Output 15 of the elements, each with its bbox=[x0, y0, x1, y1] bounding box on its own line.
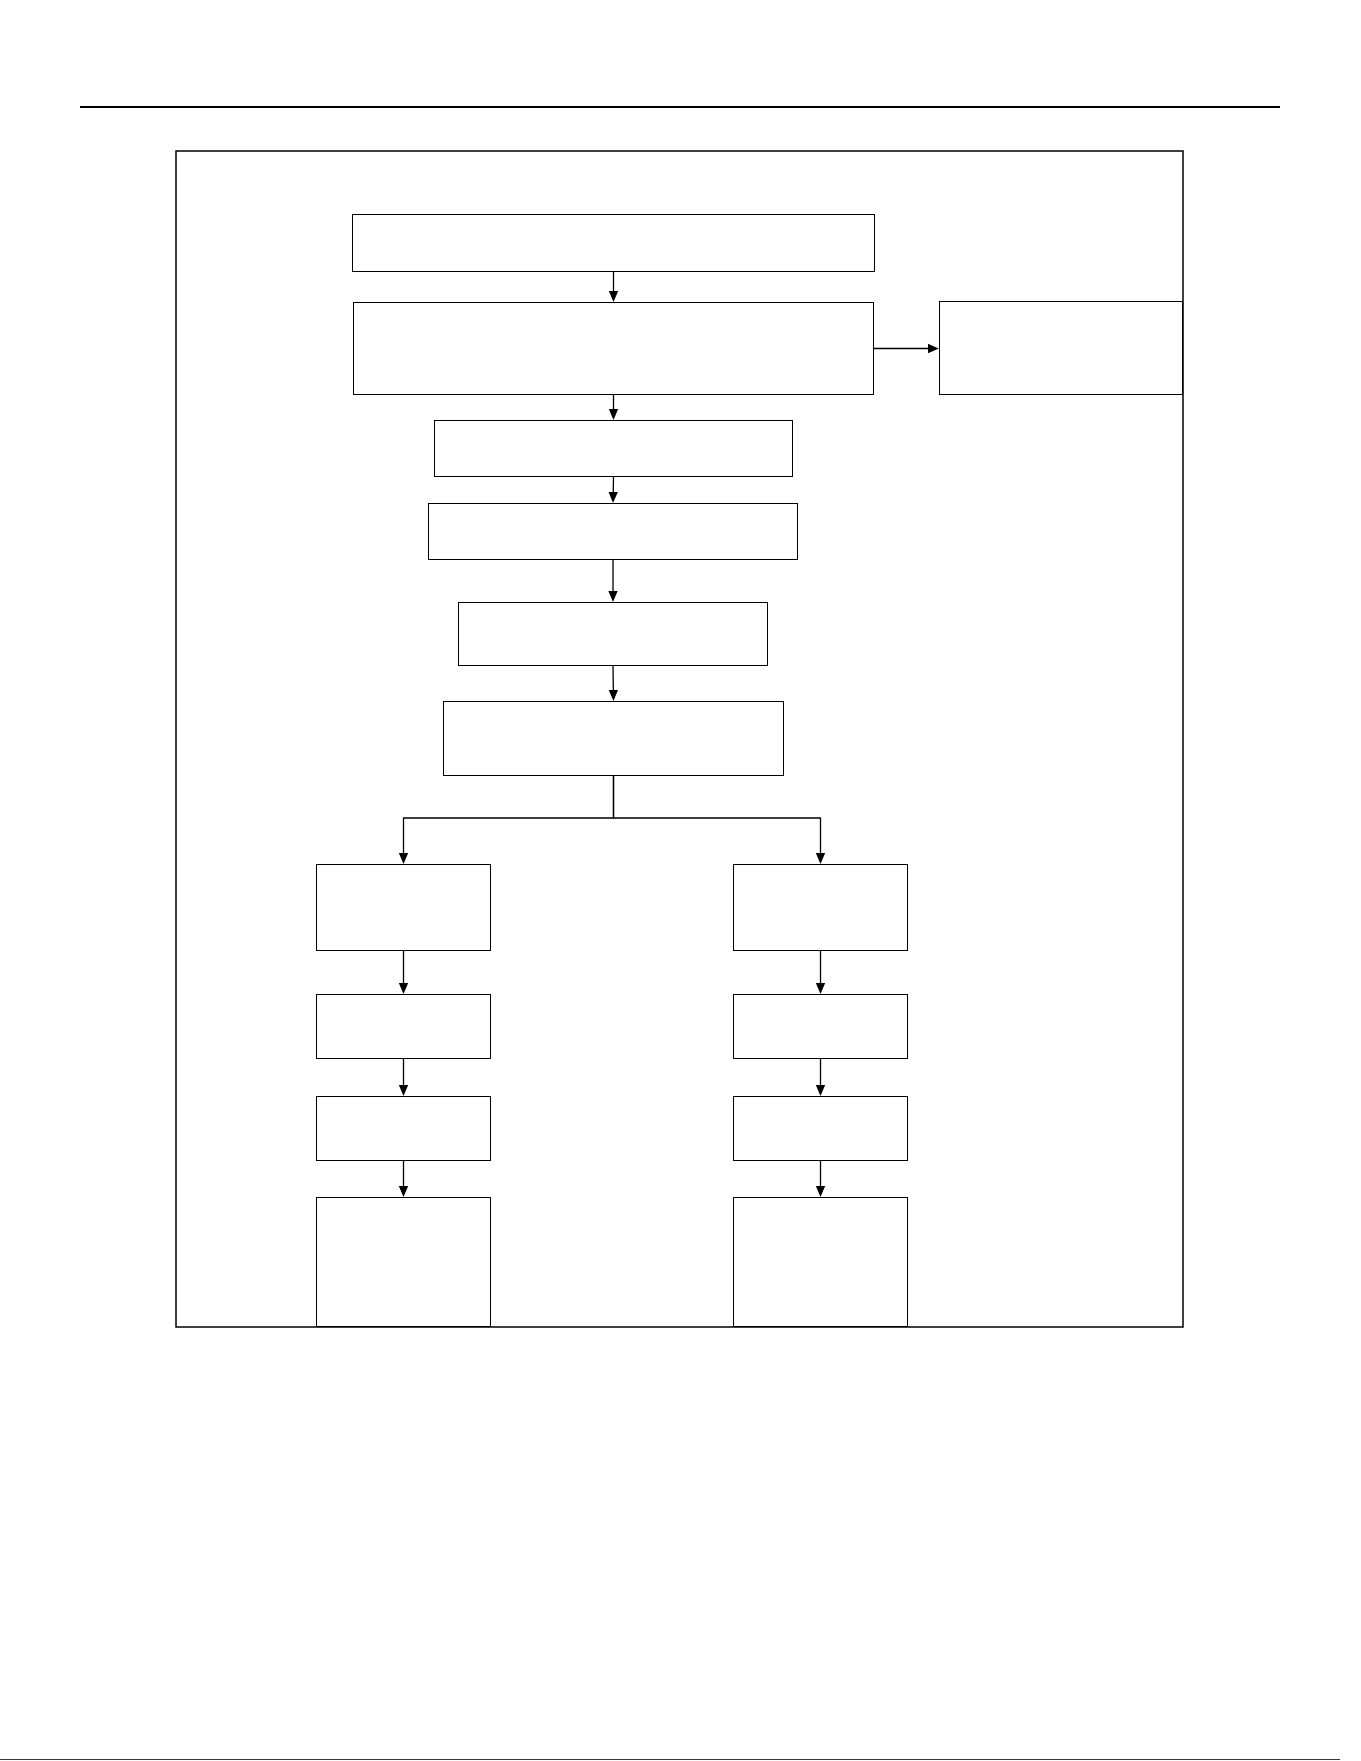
process-box bbox=[733, 994, 908, 1059]
process-box bbox=[316, 1096, 491, 1161]
process-box bbox=[733, 1096, 908, 1161]
process-box bbox=[733, 1197, 908, 1327]
process-box bbox=[434, 420, 793, 477]
process-box bbox=[352, 214, 875, 272]
process-box bbox=[443, 701, 784, 776]
process-box bbox=[458, 602, 768, 666]
process-box bbox=[353, 302, 874, 395]
process-box bbox=[316, 994, 491, 1059]
process-box bbox=[316, 1197, 491, 1327]
process-box bbox=[428, 503, 798, 560]
process-box bbox=[939, 301, 1183, 395]
process-box bbox=[733, 864, 908, 951]
process-box bbox=[316, 864, 491, 951]
